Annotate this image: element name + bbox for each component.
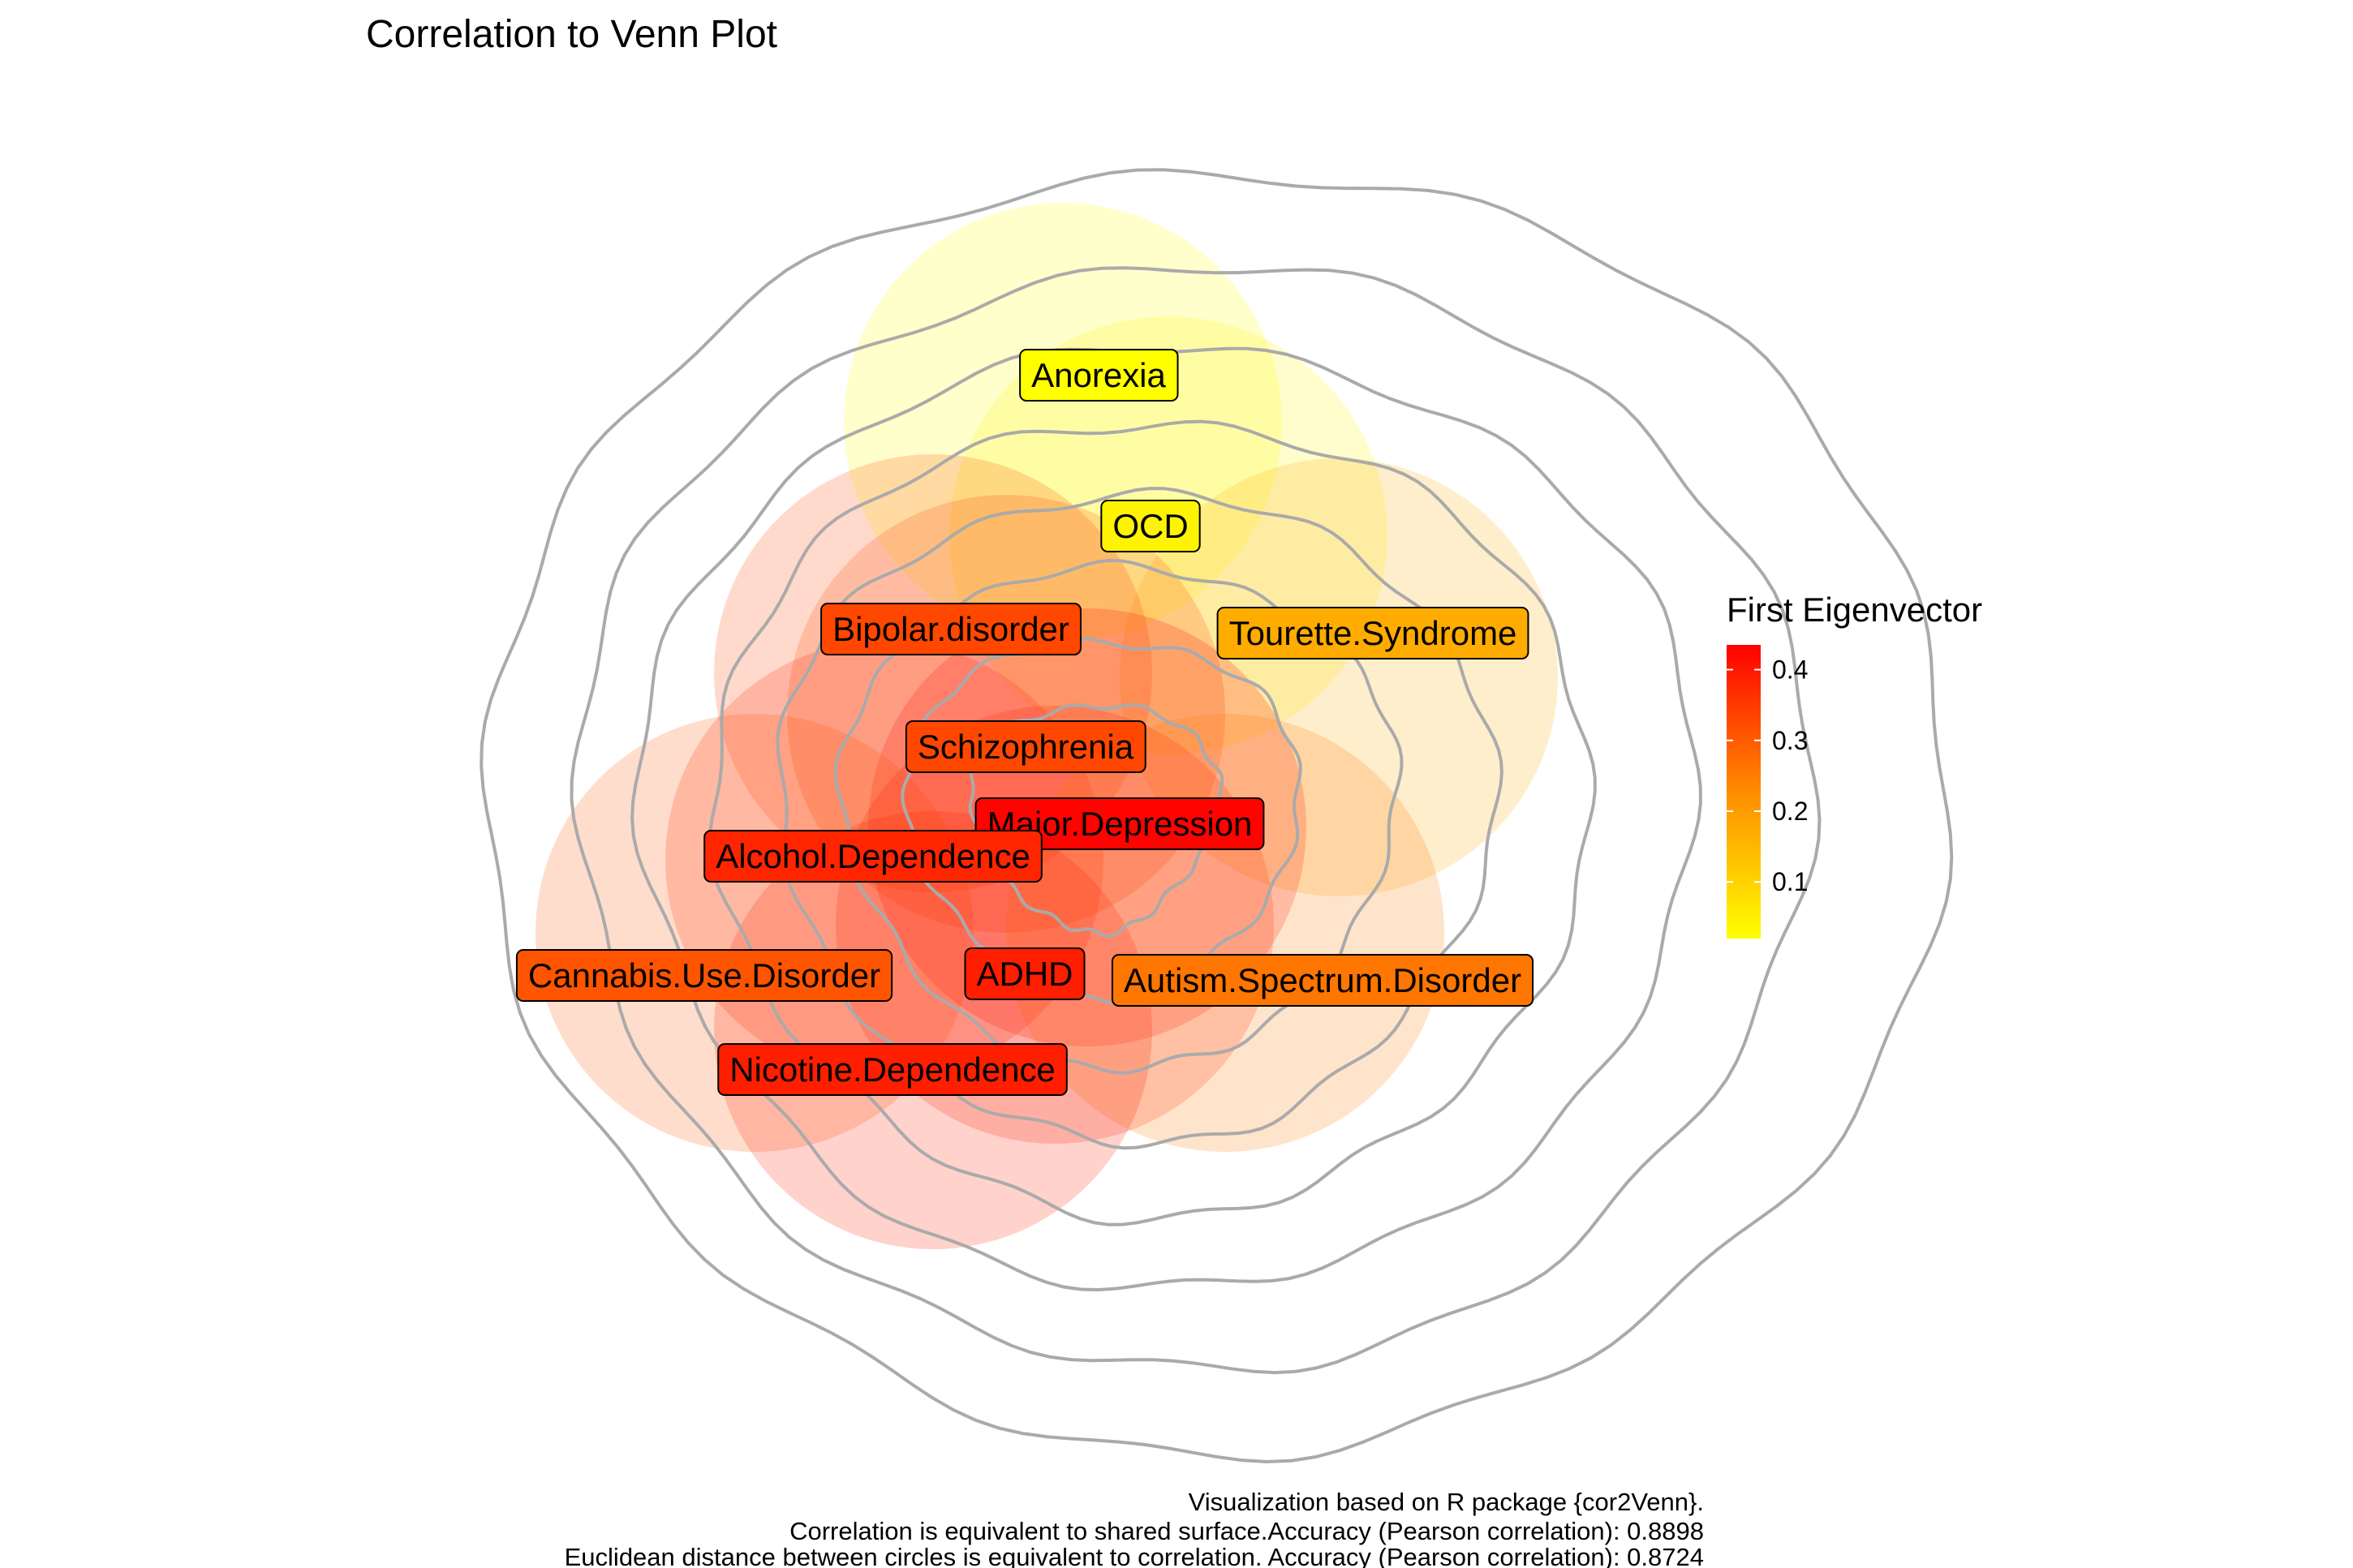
chart-title: Correlation to Venn Plot [366, 13, 777, 56]
caption-line-3: Euclidean distance between circles is eq… [565, 1543, 1704, 1568]
node-label-box [820, 603, 1082, 655]
node-label-text: ADHD [976, 955, 1073, 993]
node-label-tourette-syndrome: Tourette.Syndrome [1216, 607, 1529, 659]
legend-tick-label: 0.2 [1772, 797, 1808, 826]
node-label-box [974, 797, 1265, 850]
node-label-cannabis-use-disorder: Cannabis.Use.Disorder [515, 949, 893, 1002]
node-label-text: OCD [1112, 507, 1188, 545]
node-label-alcohol-dependence: Alcohol.Dependence [703, 830, 1043, 883]
circle-bipolar-disorder [714, 454, 1152, 892]
node-label-box [717, 1043, 1068, 1096]
legend-title: First Eigenvector [1727, 591, 1982, 629]
legend-tick-label: 0.3 [1772, 726, 1808, 755]
node-label-text: Bipolar.disorder [832, 610, 1069, 648]
circle-nicotine-dependence [714, 811, 1152, 1249]
node-label-text: Autism.Spectrum.Disorder [1124, 961, 1521, 999]
caption-line-1: Visualization based on R package {cor2Ve… [1189, 1488, 1704, 1516]
node-label-schizophrenia: Schizophrenia [905, 720, 1146, 773]
node-label-box [905, 720, 1146, 773]
node-label-box [1111, 954, 1534, 1007]
node-label-ocd: OCD [1100, 500, 1201, 552]
node-label-box [515, 949, 893, 1002]
legend: First Eigenvector 0.1 0.2 0.3 0.4 [1727, 591, 1982, 939]
legend-tick-label: 0.1 [1772, 867, 1808, 896]
contour-line [570, 266, 1822, 1375]
caption: Visualization based on R package {cor2Ve… [565, 1488, 1704, 1568]
node-label-bipolar-disorder: Bipolar.disorder [820, 603, 1082, 655]
caption-line-2: Correlation is equivalent to shared surf… [789, 1517, 1704, 1545]
legend-colorbar [1727, 645, 1761, 939]
contour-line [708, 419, 1597, 1226]
contour-line [776, 487, 1503, 1150]
node-label-text: Alcohol.Dependence [716, 837, 1030, 875]
node-label-text: Cannabis.Use.Disorder [528, 956, 880, 994]
node-label-box [1019, 349, 1179, 402]
node-label-box [1100, 500, 1201, 552]
node-label-text: Tourette.Syndrome [1229, 614, 1517, 652]
node-label-autism-spectrum-disorder: Autism.Spectrum.Disorder [1111, 954, 1534, 1007]
node-label-text: Nicotine.Dependence [729, 1050, 1056, 1089]
contour-line [630, 346, 1702, 1292]
circle-cannabis-use-disorder [536, 714, 974, 1152]
node-label-nicotine-dependence: Nicotine.Dependence [717, 1043, 1068, 1096]
legend-tick-label: 0.4 [1772, 655, 1808, 685]
node-label-box [964, 947, 1086, 1000]
circle-tourette-syndrome [1120, 458, 1558, 896]
contour-line [833, 558, 1404, 1075]
node-label-text: Anorexia [1031, 356, 1166, 394]
node-label-anorexia: Anorexia [1019, 349, 1179, 402]
legend-ticks: 0.1 0.2 0.3 0.4 [1727, 655, 1808, 896]
node-label-box [1216, 607, 1529, 659]
node-label-adhd: ADHD [964, 947, 1086, 1000]
contour-line [480, 168, 1954, 1464]
contour-line [968, 702, 1224, 939]
node-label-box [703, 830, 1043, 883]
node-label-text: Schizophrenia [918, 728, 1134, 766]
